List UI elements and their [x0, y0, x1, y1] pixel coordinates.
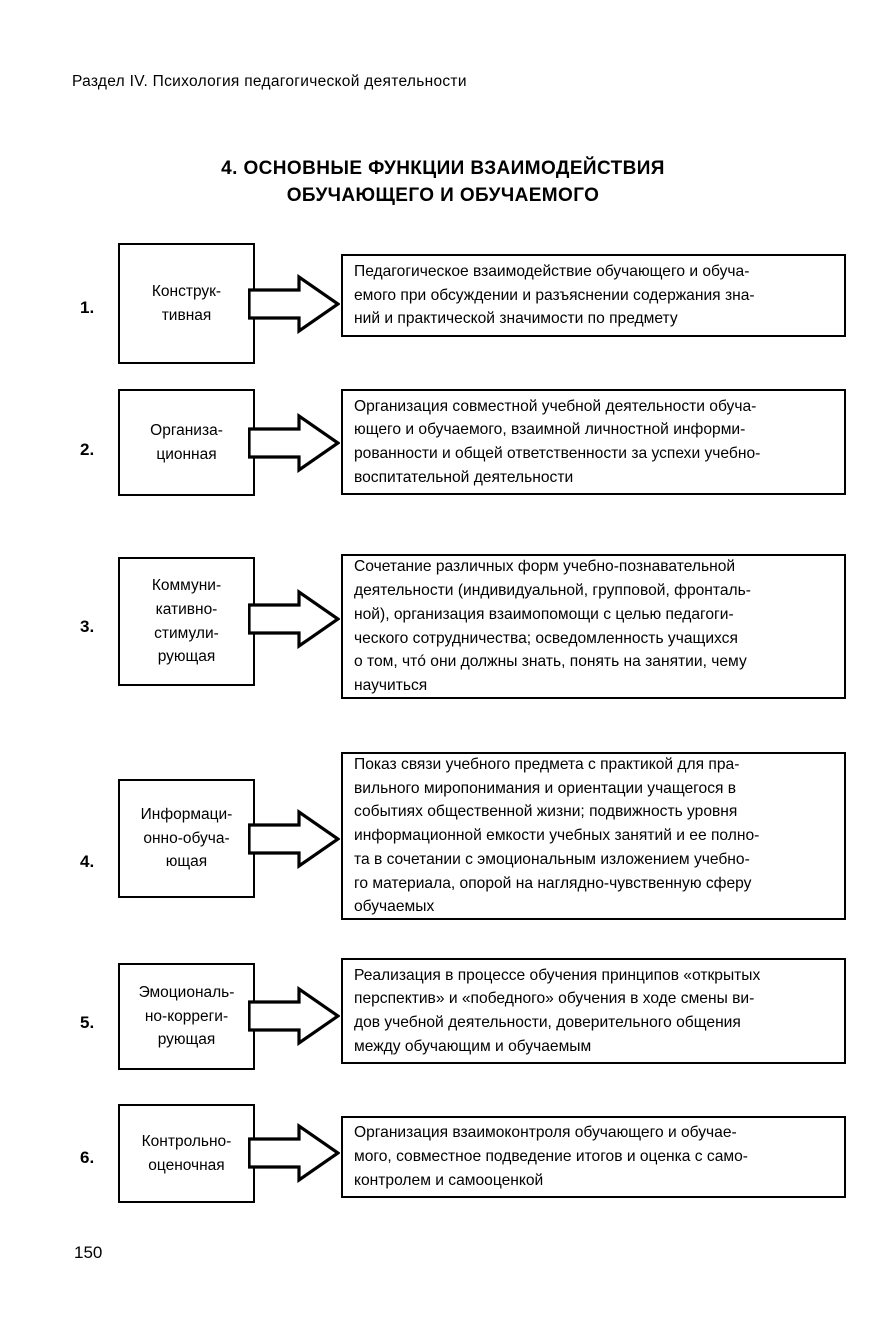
page-title: 4. ОСНОВНЫЕ ФУНКЦИИ ВЗАИМОДЕЙСТВИЯ ОБУЧА… [0, 156, 886, 209]
function-name-label: Коммуни- кативно- стимули- рующая [151, 577, 222, 666]
function-number: 4. [80, 852, 95, 871]
function-description-box: Организация совместной учебной деятельно… [341, 389, 846, 495]
function-number: 2. [80, 440, 95, 459]
page-title-line-1: 4. ОСНОВНЫЕ ФУНКЦИИ ВЗАИМОДЕЙСТВИЯ [221, 158, 665, 179]
function-name-box: Коммуни- кативно- стимули- рующая [118, 557, 255, 686]
function-name-box: Организа- ционная [118, 389, 255, 496]
function-name-box: Эмоциональ- но-корреги- рующая [118, 963, 255, 1070]
function-description-text: Реализация в процессе обучения принципов… [354, 966, 761, 1055]
page-number: 150 [74, 1243, 103, 1262]
function-name-label: Эмоциональ- но-корреги- рующая [138, 984, 235, 1049]
function-description-text: Организация взаимоконтроля обучающего и … [354, 1124, 748, 1189]
function-name-label: Информаци- онно-обуча- ющая [140, 806, 233, 871]
function-description-box: Организация взаимоконтроля обучающего и … [341, 1116, 846, 1198]
page-title-line-2: ОБУЧАЮЩЕГО И ОБУЧАЕМОГО [286, 184, 600, 206]
function-number: 5. [80, 1013, 95, 1032]
function-number: 6. [80, 1148, 95, 1167]
function-name-label: Контрольно- оценочная [141, 1132, 232, 1174]
function-name-label: Организа- ционная [150, 421, 223, 463]
arrow-right-icon [248, 986, 340, 1046]
function-description-box: Педагогическое взаимодействие обучающего… [341, 254, 846, 337]
function-description-box: Сочетание различных форм учебно-познават… [341, 554, 846, 699]
function-name-box: Контрольно- оценочная [118, 1104, 255, 1203]
function-description-text: Сочетание различных форм учебно-познават… [354, 558, 751, 694]
function-description-text: Показ связи учебного предмета с практико… [354, 756, 760, 916]
running-head: Раздел IV. Психология педагогической дея… [72, 73, 467, 90]
function-description-box: Показ связи учебного предмета с практико… [341, 752, 846, 920]
function-description-box: Реализация в процессе обучения принципов… [341, 958, 846, 1064]
arrow-right-icon [248, 1123, 340, 1183]
function-name-box: Информаци- онно-обуча- ющая [118, 779, 255, 898]
function-name-label: Конструк- тивная [151, 282, 222, 324]
arrow-right-icon [248, 274, 340, 334]
function-description-text: Организация совместной учебной деятельно… [354, 397, 761, 486]
arrow-right-icon [248, 413, 340, 473]
arrow-right-icon [248, 809, 340, 869]
arrow-right-icon [248, 589, 340, 649]
function-description-text: Педагогическое взаимодействие обучающего… [354, 262, 755, 328]
function-number: 1. [80, 298, 95, 317]
function-name-box: Конструк- тивная [118, 243, 255, 364]
function-number: 3. [80, 617, 95, 636]
